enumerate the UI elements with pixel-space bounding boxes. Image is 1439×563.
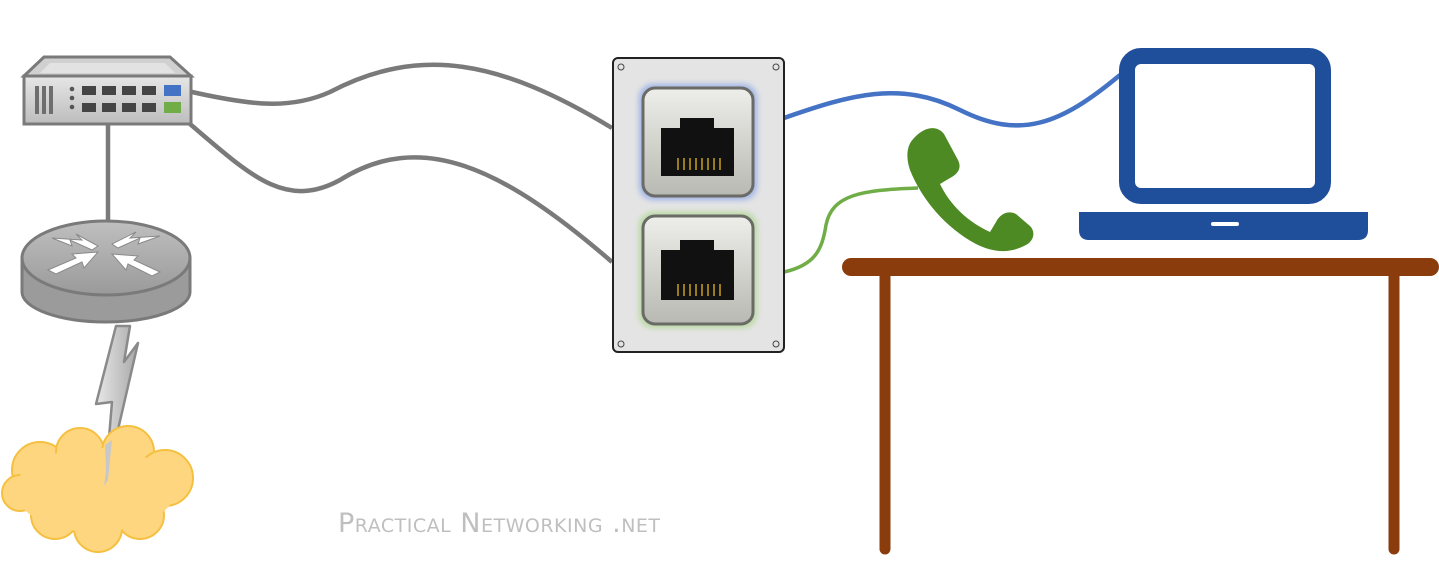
router-icon xyxy=(20,219,192,324)
watermark-text: Practical Networking .net xyxy=(338,508,661,539)
ethernet-jack-green xyxy=(639,212,757,328)
switch-to-jack2-cable xyxy=(188,122,614,264)
switch-to-jack1-cable xyxy=(191,62,614,130)
ethernet-jack-blue xyxy=(639,84,757,200)
desk-icon xyxy=(842,258,1439,555)
cables xyxy=(105,62,1122,274)
wall-jack-plate-icon xyxy=(612,57,785,353)
jack1-to-laptop-cable xyxy=(783,73,1122,128)
network-switch-icon xyxy=(20,55,195,126)
jack2-to-phone-cable xyxy=(783,186,919,274)
phone-handset-icon xyxy=(907,128,1034,252)
lightning-bolt-icon xyxy=(94,324,140,488)
internet-cloud-icon xyxy=(1,425,194,553)
laptop-icon xyxy=(1079,48,1368,240)
